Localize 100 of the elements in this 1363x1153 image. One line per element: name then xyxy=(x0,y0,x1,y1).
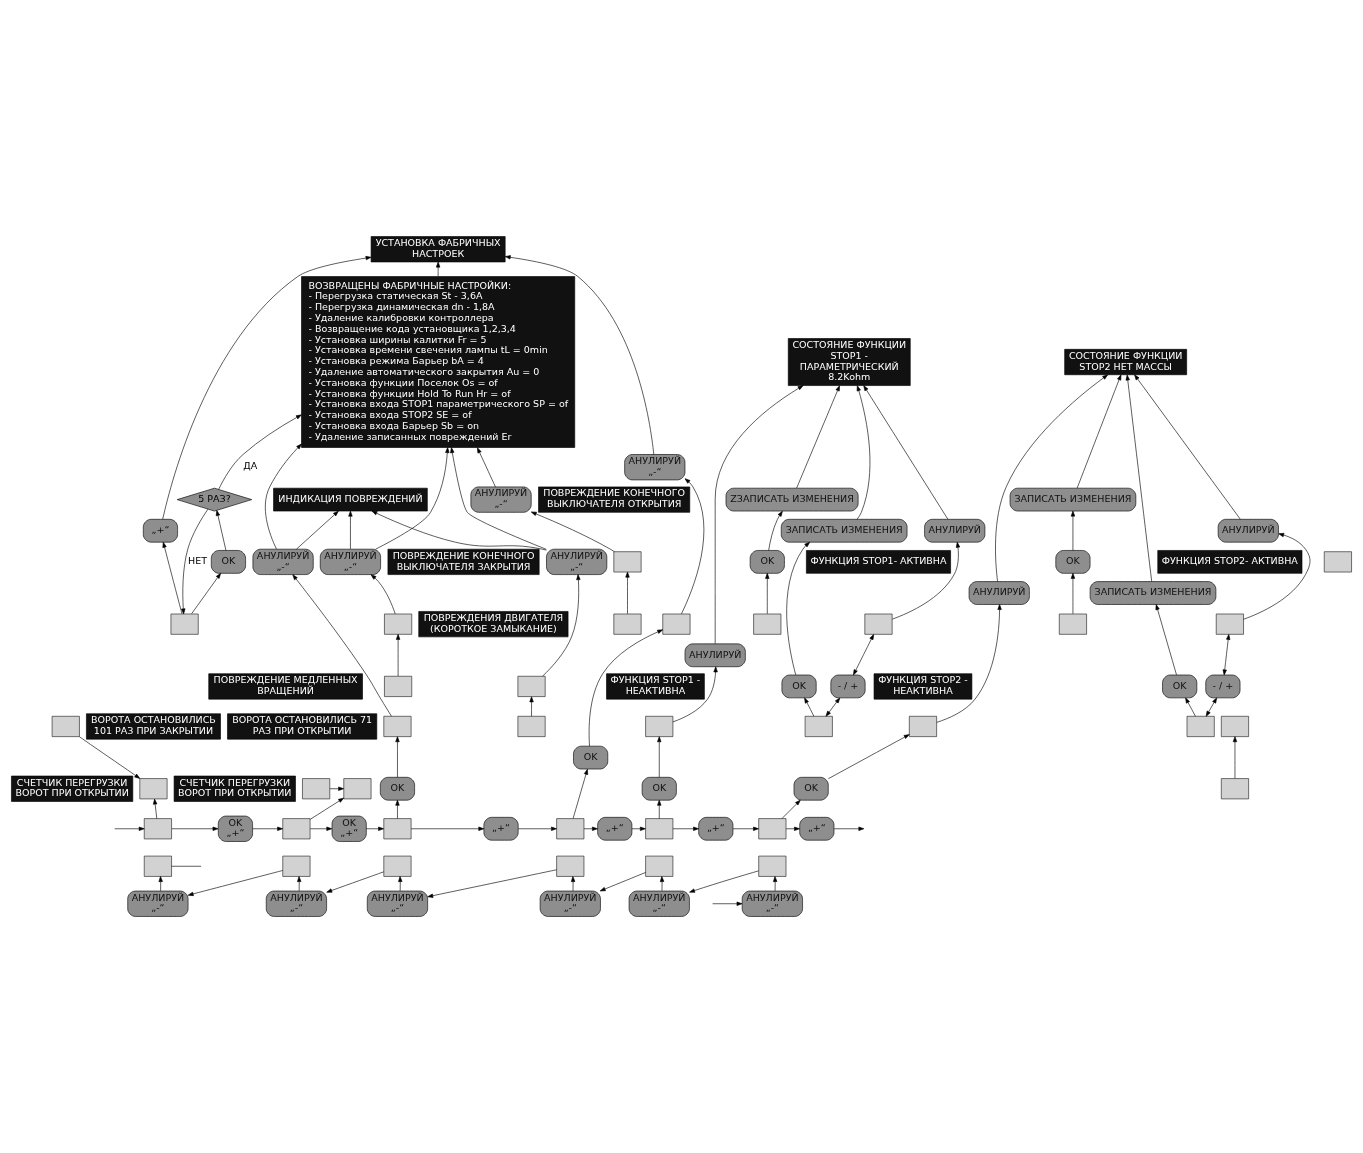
node-box: ЗАПИСАТЬ ИЗМЕНЕНИЯ xyxy=(1089,581,1217,605)
node-box xyxy=(282,855,311,877)
node-box xyxy=(556,855,585,877)
arrow xyxy=(477,447,496,488)
node-box: „+“ xyxy=(799,817,835,841)
arrow xyxy=(504,255,655,455)
node-box: ЗАПИСАТЬ ИЗМЕНЕНИЯ xyxy=(1009,487,1137,512)
arrow xyxy=(1205,697,1217,717)
arrow xyxy=(398,876,403,892)
node-box: АНУЛИРУЙ „-“ xyxy=(624,454,686,481)
node-box: АНУЛИРУЙ „-“ xyxy=(252,548,314,575)
node-box xyxy=(804,715,833,737)
node-box: „+“ xyxy=(142,519,178,543)
node-box xyxy=(613,613,642,635)
node-box xyxy=(384,613,413,635)
arrow xyxy=(252,826,283,831)
node-box: OK xyxy=(573,745,609,770)
arrow xyxy=(309,797,344,820)
node-box xyxy=(1058,613,1087,635)
arrow xyxy=(768,510,783,551)
node-box: СОСТОЯНИЕ ФУНКЦИИ STOP2 НЕТ МАССЫ xyxy=(1064,349,1187,376)
node-box xyxy=(1323,551,1352,573)
node-box xyxy=(556,818,585,840)
node-box xyxy=(1186,715,1215,737)
arrow xyxy=(309,826,333,831)
arrow xyxy=(370,574,396,615)
arrow xyxy=(853,634,874,676)
node-box: „+“ xyxy=(483,817,519,841)
node-box: АНУЛИРУЙ xyxy=(924,519,986,543)
node-box xyxy=(170,613,199,635)
node-box xyxy=(645,715,674,737)
arrow xyxy=(191,573,221,615)
arrow xyxy=(936,604,1002,723)
node-box xyxy=(1221,778,1249,800)
node-diamond: 5 РАЗ? xyxy=(176,487,253,512)
node-box: АНУЛИРУЙ „-“ xyxy=(539,890,601,917)
arrow xyxy=(530,511,615,552)
node-box: OK xyxy=(1162,674,1198,699)
arrow xyxy=(856,385,871,520)
arrow xyxy=(659,876,665,892)
arrow xyxy=(1185,697,1196,717)
node-box xyxy=(864,613,893,635)
arrow xyxy=(542,574,581,677)
arrow xyxy=(296,510,339,550)
node-box: АНУЛИРУЙ „-“ xyxy=(366,890,428,917)
arrow xyxy=(657,799,662,819)
arrow xyxy=(785,826,800,831)
arrow xyxy=(396,634,401,677)
node-box xyxy=(662,613,691,635)
arrow xyxy=(1243,532,1311,620)
node-box xyxy=(384,675,413,697)
node-box: OK xyxy=(641,776,677,801)
node-box: OK xyxy=(781,674,817,699)
arrow xyxy=(395,799,400,819)
node-box: АНУЛИРУЙ „-“ xyxy=(546,548,608,575)
node-box xyxy=(1221,715,1249,737)
node-box xyxy=(758,855,787,877)
arrow xyxy=(786,541,811,676)
node-box xyxy=(51,715,80,737)
arrow xyxy=(1070,573,1076,615)
node-box xyxy=(343,778,372,800)
arrow xyxy=(297,876,302,892)
arrow xyxy=(833,826,865,831)
arrow xyxy=(712,901,743,906)
arrow xyxy=(171,826,219,831)
arrow xyxy=(995,374,1108,582)
arrow xyxy=(781,799,801,819)
node-box: АНУЛИРУЙ xyxy=(968,581,1030,605)
node-box xyxy=(517,675,546,697)
node-box: СЧЕТЧИК ПЕРЕГРУЗКИ ВОРОТ ПРИ ОТКРЫТИИ xyxy=(173,775,296,802)
node-box: УСТАНОВКА ФАБРИЧНЫХ НАСТРОЕК xyxy=(370,236,506,263)
arrow xyxy=(773,876,778,892)
node-box: АНУЛИРУЙ „-“ xyxy=(628,890,690,917)
node-box: ФУНКЦИЯ STOP2- АКТИВНА xyxy=(1157,550,1303,574)
arrow xyxy=(825,697,841,717)
node-box: ПОВРЕЖДЕНИЕ МЕДЛЕННЫХ ВРАЩЕНИЙ xyxy=(208,673,363,700)
node-box: OK xyxy=(1055,550,1091,574)
arrow xyxy=(714,385,804,644)
arrow xyxy=(371,510,547,551)
arrow xyxy=(625,571,630,615)
arrow xyxy=(329,786,344,791)
node-box xyxy=(143,818,172,840)
node-box: ФУНКЦИЯ STOP1- АКТИВНА xyxy=(806,550,951,574)
node-box xyxy=(1215,613,1244,635)
arrow xyxy=(765,573,770,615)
arrow xyxy=(292,574,392,717)
node-box xyxy=(383,818,412,840)
arrow xyxy=(1134,374,1241,520)
node-box: АНУЛИРУЙ „-“ xyxy=(470,486,532,513)
node-box xyxy=(753,613,782,635)
node-box: ZЗАПИСАТЬ ИЗМЕНЕНИЯ xyxy=(725,487,859,512)
arrow xyxy=(796,385,840,489)
arrow xyxy=(657,736,662,778)
arrow xyxy=(265,443,302,550)
node-box xyxy=(908,715,937,737)
arrow xyxy=(599,872,646,892)
node-box: ФУНКЦИЯ STOP2 - НЕАКТИВНА xyxy=(873,673,973,700)
node-box xyxy=(383,715,412,737)
node-box: ЗАПИСАТЬ ИЗМЕНЕНИЯ xyxy=(780,519,908,543)
arrow xyxy=(689,870,759,893)
